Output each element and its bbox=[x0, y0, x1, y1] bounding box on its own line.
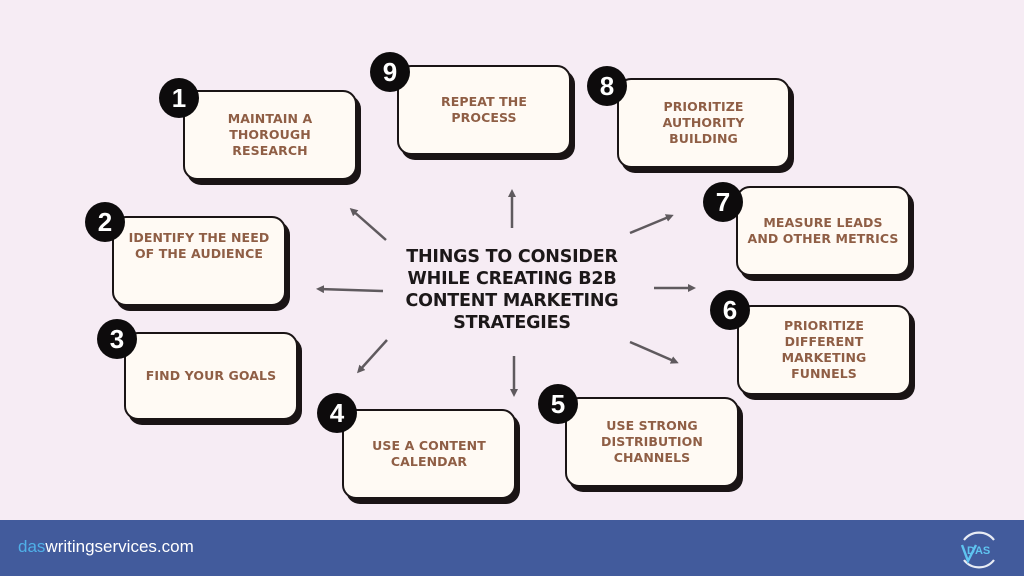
step-number-badge-2: 2 bbox=[85, 202, 125, 242]
step-number-badge-4: 4 bbox=[317, 393, 357, 433]
step-label: USE A CONTENT CALENDAR bbox=[372, 438, 486, 469]
step-number-badge-7: 7 bbox=[703, 182, 743, 222]
step-label: MAINTAIN A THOROUGH RESEARCH bbox=[227, 111, 313, 158]
step-label: PRIORITIZE AUTHORITY BUILDING bbox=[662, 99, 745, 146]
step-number-badge-3: 3 bbox=[97, 319, 137, 359]
arrow-to-step-3 bbox=[356, 339, 388, 374]
site-rest: writingservices.com bbox=[45, 537, 194, 556]
center-title: THINGS TO CONSIDER WHILE CREATING B2B CO… bbox=[405, 247, 619, 333]
arrow-to-step-2 bbox=[316, 285, 384, 294]
arrow-to-step-1 bbox=[349, 208, 387, 241]
step-label: PRIORITIZE DIFFERENT MARKETING FUNNELS bbox=[781, 318, 867, 381]
step-number-badge-1: 1 bbox=[159, 78, 199, 118]
step-label: MEASURE LEADS AND OTHER METRICS bbox=[747, 215, 899, 246]
arrow-to-step-5 bbox=[629, 340, 679, 364]
step-card-1: MAINTAIN A THOROUGH RESEARCH bbox=[183, 90, 361, 185]
svg-text:DAS: DAS bbox=[967, 545, 990, 557]
step-label: IDENTIFY THE NEED OF THE AUDIENCE bbox=[128, 230, 270, 261]
step-number-badge-5: 5 bbox=[538, 384, 578, 424]
website-link[interactable]: daswritingservices.com bbox=[18, 537, 194, 557]
step-card-3: FIND YOUR GOALS bbox=[124, 332, 302, 425]
das-logo-icon: DAS bbox=[960, 531, 995, 569]
step-card-7: MEASURE LEADS AND OTHER METRICS bbox=[736, 186, 914, 281]
step-label: USE STRONG DISTRIBUTION CHANNELS bbox=[601, 418, 703, 465]
step-card-5: USE STRONG DISTRIBUTION CHANNELS bbox=[565, 397, 743, 492]
diagram-canvas: THINGS TO CONSIDER WHILE CREATING B2B CO… bbox=[85, 52, 915, 504]
step-card-4: USE A CONTENT CALENDAR bbox=[342, 409, 520, 504]
arrow-to-step-7 bbox=[629, 214, 674, 235]
step-label: FIND YOUR GOALS bbox=[145, 368, 277, 383]
step-number-badge-9: 9 bbox=[370, 52, 410, 92]
footer-bar: daswritingservices.com bbox=[0, 520, 1024, 576]
site-prefix: das bbox=[18, 537, 46, 556]
step-card-9: REPEAT THE PROCESS bbox=[397, 65, 575, 160]
step-label: REPEAT THE PROCESS bbox=[441, 94, 527, 125]
step-number-badge-6: 6 bbox=[710, 290, 750, 330]
step-card-2: IDENTIFY THE NEED OF THE AUDIENCE bbox=[112, 216, 290, 311]
step-card-8: PRIORITIZE AUTHORITY BUILDING bbox=[617, 78, 794, 173]
arrows bbox=[316, 189, 696, 397]
step-card-6: PRIORITIZE DIFFERENT MARKETING FUNNELS bbox=[737, 305, 915, 400]
step-number-badge-8: 8 bbox=[587, 66, 627, 106]
